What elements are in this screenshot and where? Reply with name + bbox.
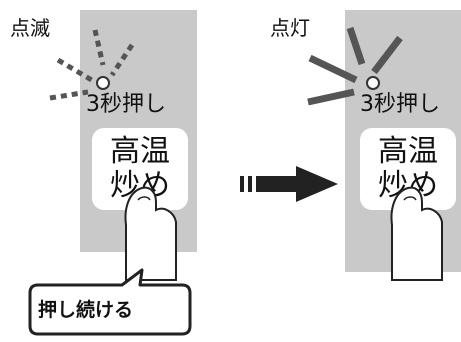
right-indicator-light [366, 76, 380, 90]
right-hold-text: 3秒押し [360, 92, 440, 117]
finger-icon [390, 186, 443, 281]
right-state-label: 点灯 [270, 16, 310, 40]
left-indicator-light [96, 76, 110, 90]
lit-rays-icon [307, 26, 403, 106]
left-hold-text: 3秒押し [86, 92, 166, 117]
right-button-line1: 高温 [378, 134, 438, 169]
callout-text: 押し続ける [38, 299, 134, 321]
left-button-line1: 高温 [110, 134, 170, 169]
right-arrow-icon [240, 166, 338, 202]
speech-bubble-icon[interactable] [22, 268, 202, 342]
blink-rays-icon [49, 29, 135, 101]
left-state-label: 点滅 [10, 16, 50, 40]
finger-icon [124, 186, 177, 281]
left-high-heat-button[interactable]: 高温 炒め [92, 128, 188, 210]
